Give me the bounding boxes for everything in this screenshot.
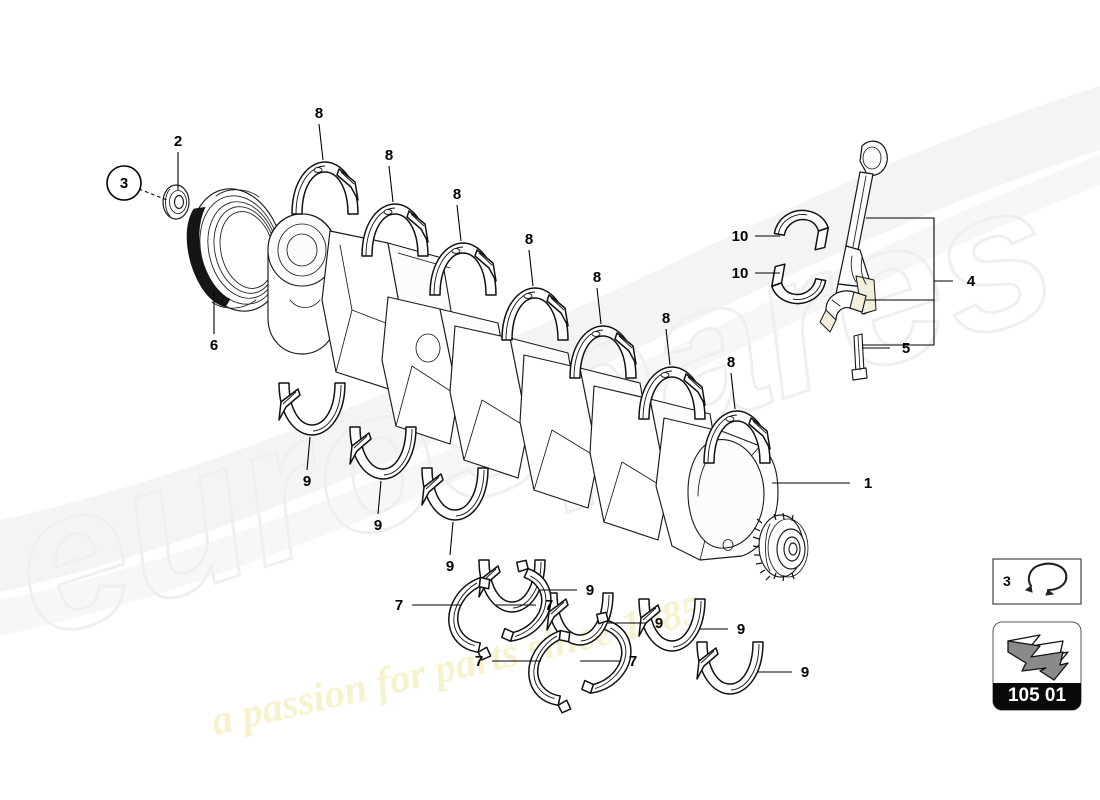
leader-line-main-bearing-shell-lower <box>377 480 382 515</box>
callout-thrust-washer[interactable]: 7 <box>545 597 553 614</box>
part-connecting-rod-cap <box>819 290 867 333</box>
callout-main-bearing-shell-upper[interactable]: 8 <box>315 105 323 122</box>
callout-conrod-bearing-shell-lower[interactable]: 10 <box>732 265 749 282</box>
callout-connecting-rod-bolt[interactable]: 5 <box>902 340 910 357</box>
callout-main-bearing-shell-upper[interactable]: 8 <box>385 147 393 164</box>
diagram-code: 105 01 <box>1008 685 1067 706</box>
callout-main-bearing-shell-lower[interactable]: 9 <box>586 582 594 599</box>
callout-thrust-washer[interactable]: 7 <box>629 653 637 670</box>
callout-main-bearing-shell-upper[interactable]: 8 <box>727 354 735 371</box>
leader-line-main-bearing-shell-upper <box>388 165 394 203</box>
leader-line-main-bearing-shell-upper <box>318 123 324 161</box>
leader-line-circlip-snap-ring <box>138 188 168 201</box>
callout-thrust-washer[interactable]: 7 <box>475 653 483 670</box>
part-crankshaft <box>267 213 809 582</box>
callout-conrod-bearing-shell-upper[interactable]: 10 <box>732 228 749 245</box>
leader-line-main-bearing-shell-upper <box>528 249 534 287</box>
part-bushing <box>162 184 190 220</box>
detail-box-number: 3 <box>1003 573 1011 589</box>
callout-main-bearing-shell-lower[interactable]: 9 <box>737 621 745 638</box>
callout-main-bearing-shell-upper[interactable]: 8 <box>453 186 461 203</box>
timing-sprocket <box>752 512 809 582</box>
callout-main-bearing-shell-lower[interactable]: 9 <box>655 615 663 632</box>
leader-line-main-bearing-shell-lower <box>449 521 454 556</box>
leader-line-main-bearing-shell-upper <box>596 287 602 325</box>
callout-main-bearing-shell-lower[interactable]: 9 <box>801 664 809 681</box>
callout-circle-circlip-snap-ring <box>106 165 142 201</box>
leader-line-main-bearing-shell-upper <box>456 204 462 242</box>
callout-main-bearing-shell-lower[interactable]: 9 <box>446 558 454 575</box>
callout-crankshaft[interactable]: 1 <box>864 475 872 492</box>
snap-ring-icon <box>1024 562 1068 596</box>
detail-box-3[interactable]: 3 <box>992 558 1082 605</box>
callout-connecting-rod-assembly[interactable]: 4 <box>967 273 976 290</box>
callout-main-bearing-shell-upper[interactable]: 8 <box>662 310 670 327</box>
leader-line-main-bearing-shell-upper <box>665 328 671 366</box>
callout-main-bearing-shell-lower[interactable]: 9 <box>303 473 311 490</box>
callout-main-bearing-shell-upper[interactable]: 8 <box>593 269 601 286</box>
arrow-icon <box>1007 634 1069 681</box>
leader-line-main-bearing-shell-upper <box>730 372 736 410</box>
callout-main-bearing-shell-lower[interactable]: 9 <box>374 517 382 534</box>
callout-thrust-washer[interactable]: 7 <box>395 597 403 614</box>
leader-line-main-bearing-shell-lower <box>306 436 311 471</box>
diagram-code-badge[interactable]: 105 01 <box>992 621 1082 711</box>
callout-main-bearing-shell-upper[interactable]: 8 <box>525 231 533 248</box>
callout-bushing[interactable]: 2 <box>174 133 182 150</box>
callout-crankshaft-oil-seal[interactable]: 6 <box>210 337 218 354</box>
callout-circlip-snap-ring[interactable]: 3 <box>120 175 128 192</box>
part-conrod-bolt <box>851 333 868 381</box>
